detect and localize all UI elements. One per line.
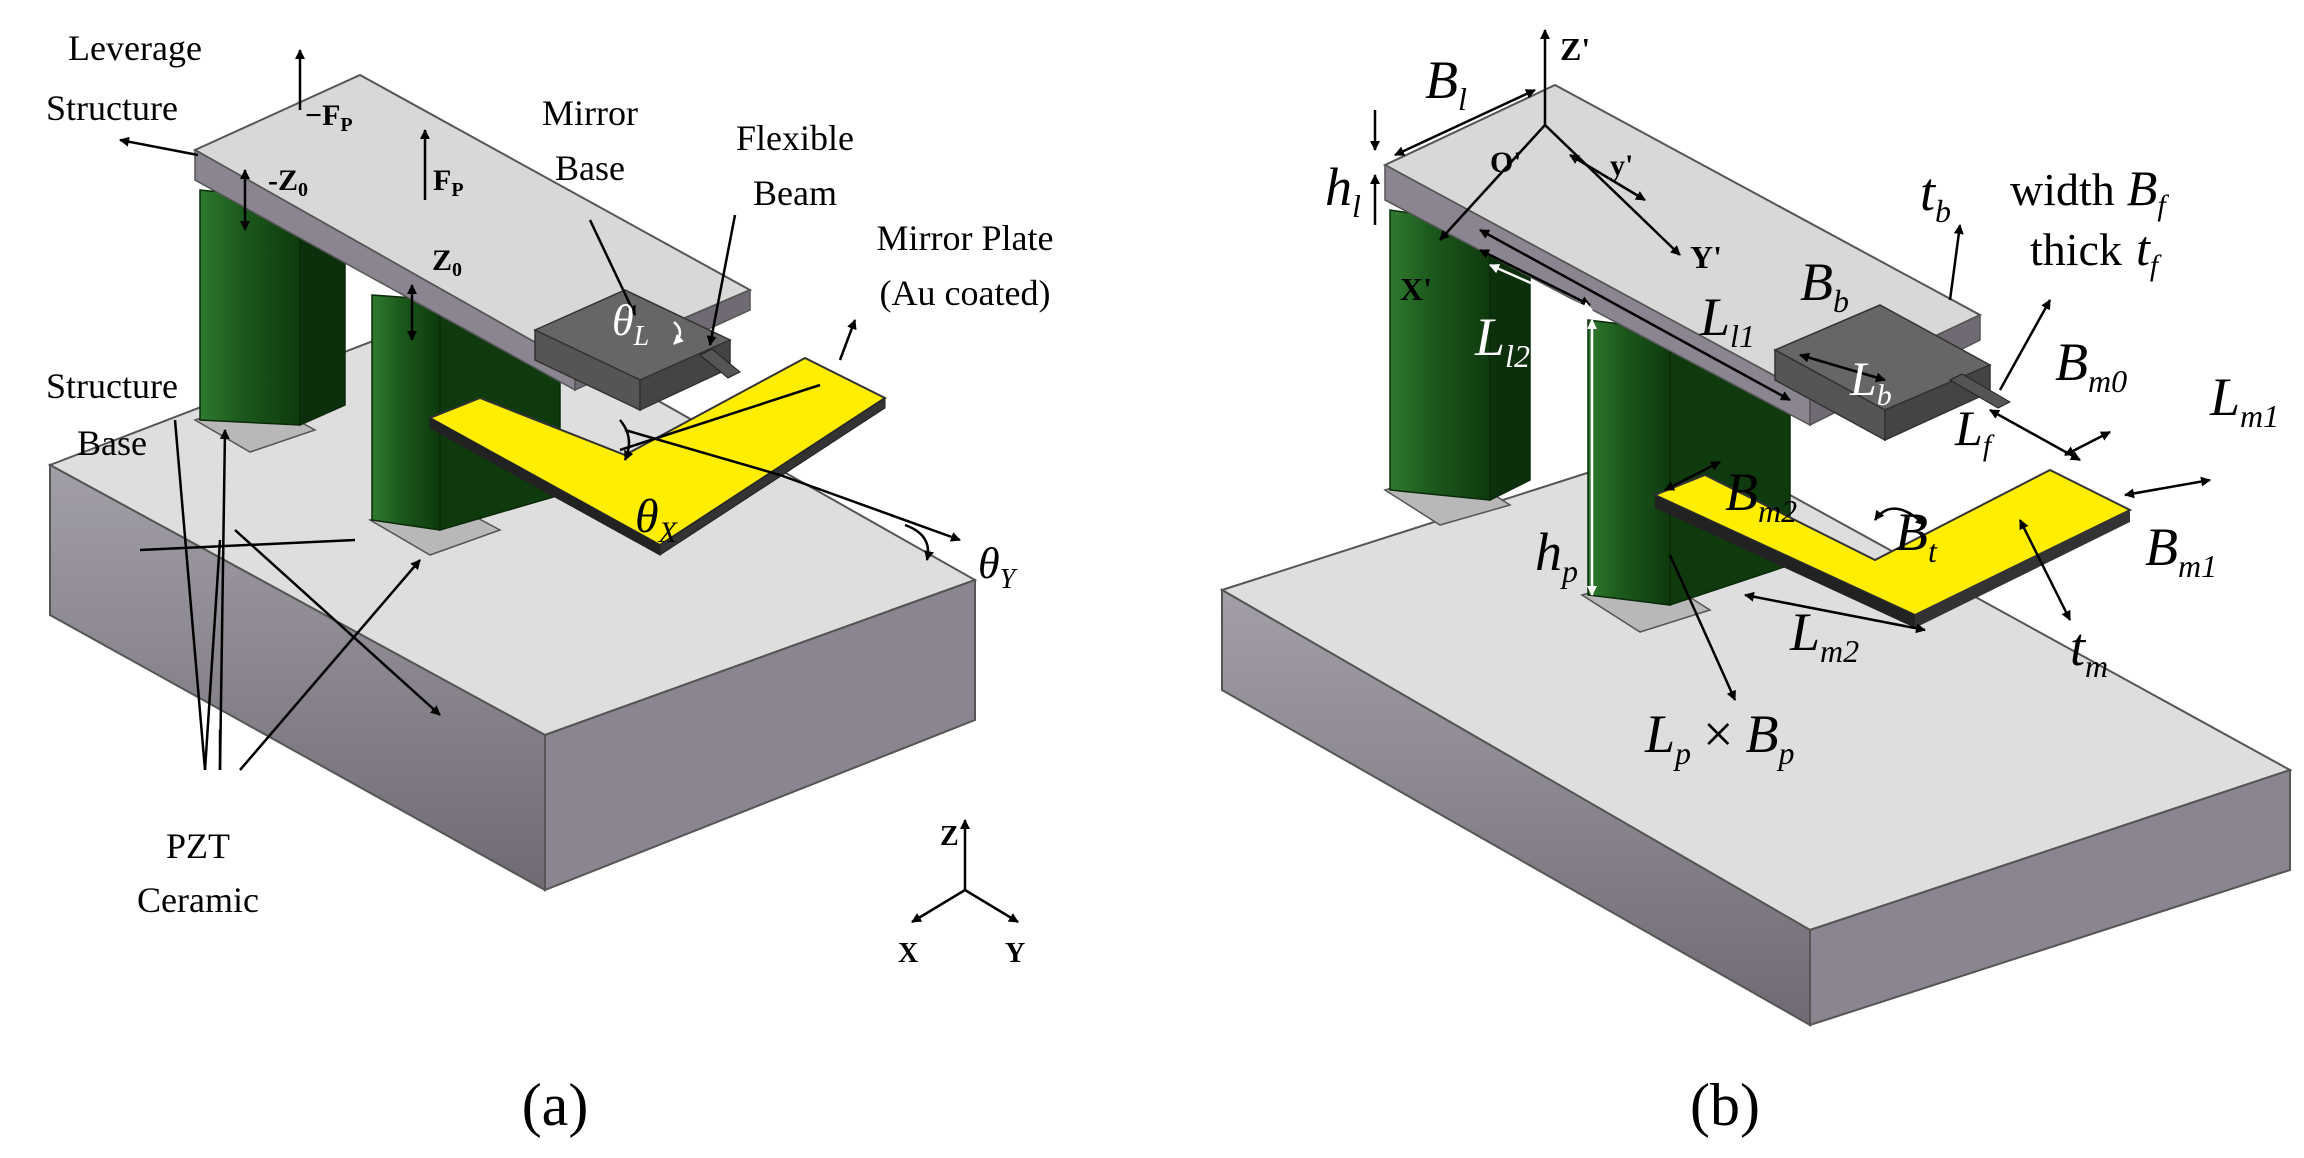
label-b-t: Bt: [1895, 502, 1938, 569]
label-z-prime: Z': [1560, 31, 1590, 67]
structure-base-b: [1219, 438, 2293, 1027]
annotation-arrows-a: [119, 49, 961, 771]
label-theta-x: θX: [635, 490, 679, 549]
label-leverage-2: Structure: [46, 88, 178, 128]
label-y-prime-small: y': [1610, 149, 1633, 182]
label-structure-base-1: Structure: [46, 366, 178, 406]
panel-b: Z' O' y' Y' X' Bl hl Ll2 Ll1 tb Bb Lb wi…: [1219, 29, 2293, 1138]
label-structure-base-2: Base: [77, 423, 147, 463]
label-leverage-1: Leverage: [68, 28, 202, 68]
label-flexible-beam-2: Beam: [753, 173, 837, 213]
label-mirror-base-2: Base: [555, 148, 625, 188]
label-x-prime: X': [1400, 271, 1432, 307]
label-neg-fp: −FP: [305, 99, 353, 136]
label-b-m0: Bm0: [2055, 332, 2127, 399]
axis-y-label: Y: [1005, 938, 1025, 969]
axes-a: [911, 819, 1019, 924]
caption-b: (b): [1690, 1072, 1760, 1138]
label-pzt-2: Ceramic: [137, 880, 259, 920]
axis-z-label: Z: [940, 821, 959, 852]
label-l-l1: Ll1: [1699, 287, 1755, 354]
label-t-m: tm: [2070, 617, 2108, 684]
label-theta-y: θY: [978, 539, 1019, 595]
label-neg-z0: -Z0: [268, 164, 308, 201]
caption-a: (a): [522, 1072, 589, 1138]
label-z0: Z0: [432, 244, 462, 281]
mirror-plate: [427, 356, 888, 556]
label-flexible-beam-1: Flexible: [736, 118, 854, 158]
axis-x-label: X: [898, 938, 918, 969]
label-lp-bp: Lp×Bp: [1644, 704, 1795, 771]
label-y-prime: Y': [1690, 239, 1722, 275]
label-mirror-base-1: Mirror: [542, 93, 638, 133]
label-t-b: tb: [1920, 162, 1951, 229]
label-fp: FP: [433, 164, 464, 201]
label-mirror-plate-1: Mirror Plate: [877, 218, 1054, 258]
label-mirror-plate-2: (Au coated): [880, 273, 1051, 313]
label-h-p: hp: [1535, 522, 1578, 589]
label-l-b: Lb: [1849, 353, 1892, 412]
label-l-l2: Ll2: [1474, 307, 1530, 374]
label-b-m2: Bm2: [1725, 462, 1797, 529]
label-theta-l: θL: [612, 296, 649, 352]
label-b-b: Bb: [1800, 252, 1849, 319]
label-o-prime: O': [1490, 146, 1522, 179]
label-l-m1: Lm1: [2209, 367, 2279, 434]
white-dimensions-b: [1489, 263, 1597, 596]
label-pzt-1: PZT: [166, 826, 230, 866]
label-b-m1: Bm1: [2145, 517, 2217, 584]
panel-a: Leverage Structure Mirror Base Flexible …: [46, 28, 1053, 1138]
label-l-m2: Lm2: [1789, 602, 1859, 669]
label-h-l: hl: [1325, 157, 1361, 224]
label-b-l: Bl: [1425, 50, 1467, 117]
label-l-f: Lf: [1954, 400, 1995, 462]
